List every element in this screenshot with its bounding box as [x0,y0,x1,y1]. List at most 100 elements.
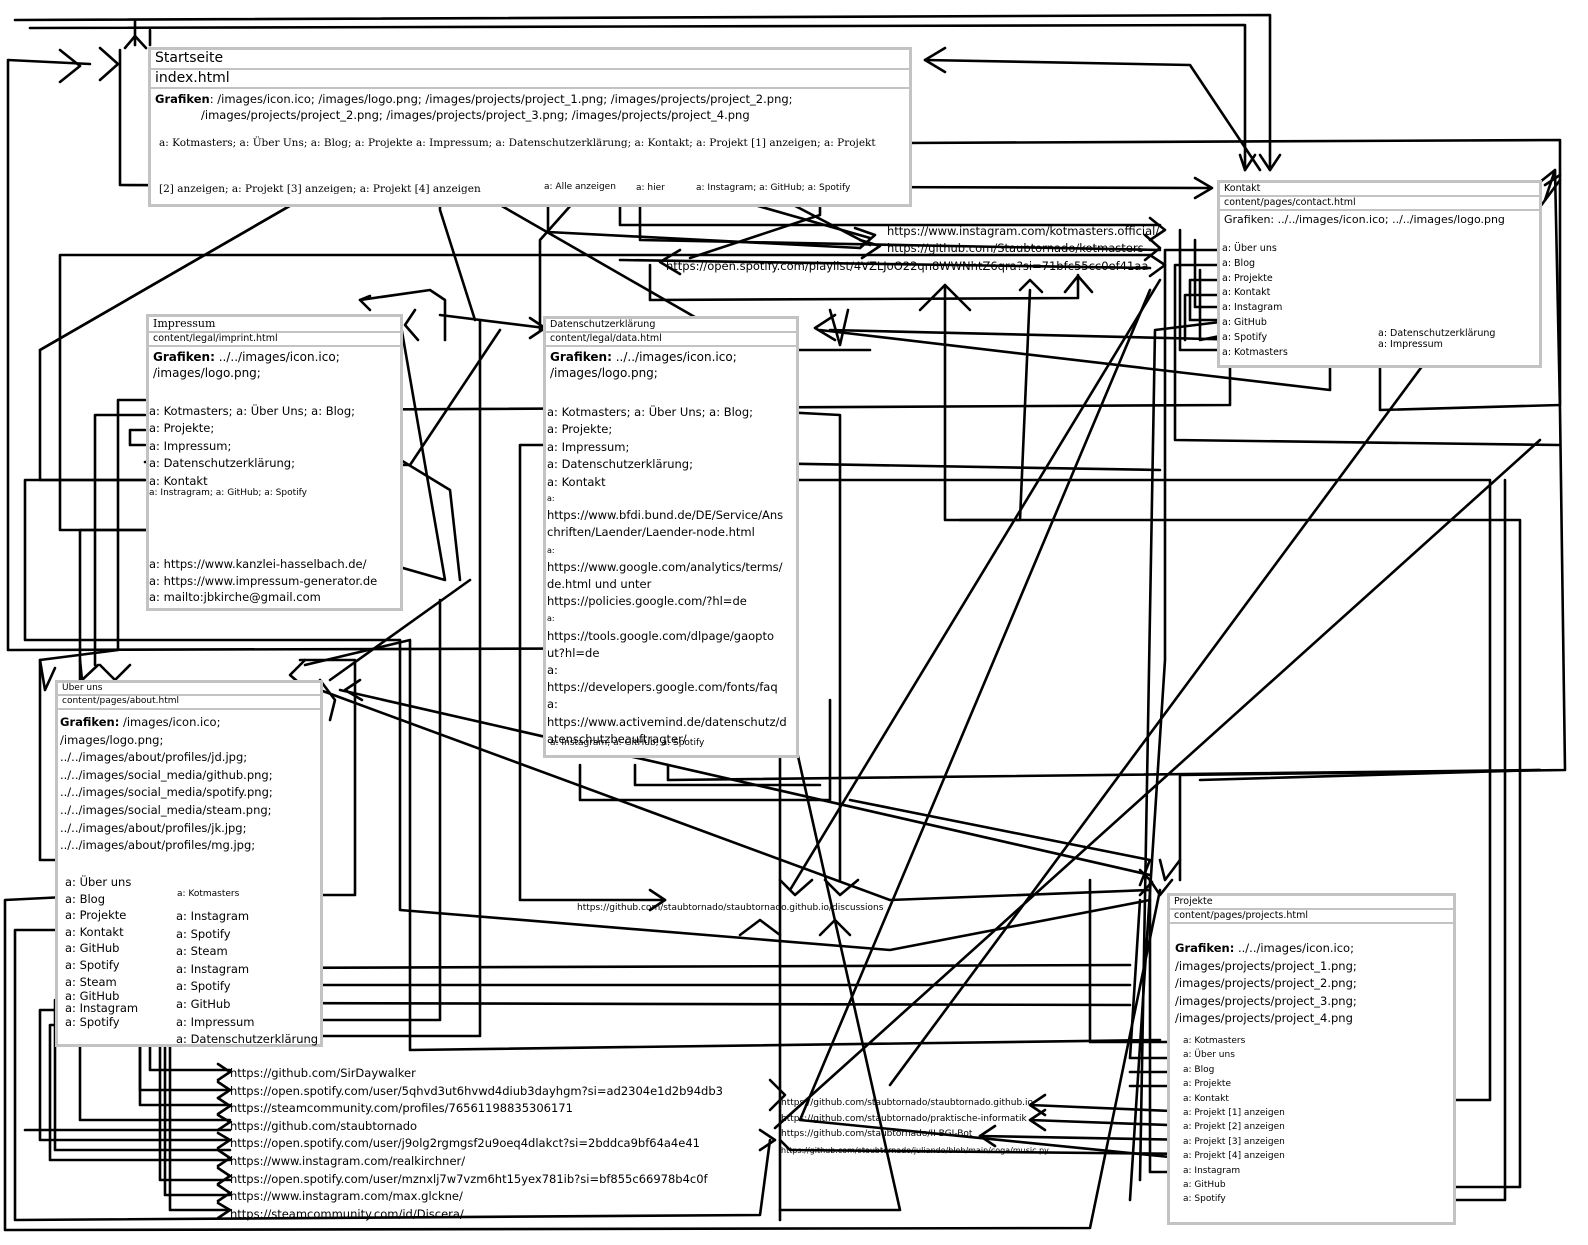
about-ext-instagram-2[interactable]: https://www.instagram.com/max.glckne/ [230,1189,463,1204]
imprint-link-privacy[interactable]: a: Datenschutzerklärung; [149,456,295,471]
about-ext-steam-2[interactable]: https://steamcommunity.com/id/Discera/ [230,1206,464,1221]
imprint-page-graphics: Grafiken: ../../images/icon.ico; /images… [153,349,340,380]
privacy-ext-google-policies[interactable]: https://policies.google.com/?hl=de [547,594,747,609]
ext-github-discussions[interactable]: https://github.com/staubtornado/staubtor… [577,903,884,913]
privacy-ext-google-analytics[interactable]: https://www.google.com/analytics/terms/ [547,559,783,574]
ext-spotify-playlist[interactable]: https://open.spotify.com/playlist/4VZLJo… [666,259,1149,273]
contact-link-github[interactable]: a: GitHub [1222,316,1267,328]
projects-link-project-2[interactable]: a: Projekt [2] anzeigen [1183,1122,1285,1133]
about-ext-list: https://github.com/SirDaywalker https://… [230,1065,723,1223]
projects-link-github[interactable]: a: GitHub [1183,1180,1226,1191]
about-link-instagram-2[interactable]: a: Instagram [176,909,250,923]
privacy-ext-activemind[interactable]: https://www.activemind.de/datenschutz/d [547,714,787,729]
projects-ext-music-py[interactable]: https://github.com/staubtornado/juliando… [781,1145,1049,1155]
about-link-about[interactable]: a: Über uns [65,875,132,889]
about-ext-spotify-1[interactable]: https://open.spotify.com/user/5qhvd3ut6h… [230,1083,723,1098]
imprint-ext-mailto[interactable]: a: mailto:jbkirche@gmail.com [149,590,321,604]
about-link-projects[interactable]: a: Projekte [65,908,127,923]
projects-link-kotmasters[interactable]: a: Kotmasters [1183,1036,1246,1046]
contact-page-box: Kontakt content/pages/contact.html Grafi… [1217,180,1542,368]
projects-link-projects[interactable]: a: Projekte [1183,1079,1232,1090]
about-link-spotify-1[interactable]: a: Spotify [65,957,120,972]
contact-link-projects[interactable]: a: Projekte [1222,272,1273,284]
about-link-spotify-2[interactable]: a: Spotify [65,1015,120,1030]
imprint-link-contact[interactable]: a: Kontakt [149,473,208,488]
about-ext-steam-1[interactable]: https://steamcommunity.com/profiles/7656… [230,1101,573,1116]
privacy-link-social[interactable]: a: Instagram; a: GitHub; a: Spotify [550,738,705,748]
contact-link-list: a: Über uns a: Blog a: Projekte a: Konta… [1222,242,1288,360]
privacy-link-group[interactable]: a: Kotmasters; a: Über Uns; a: Blog; [547,405,754,419]
about-link-github-2[interactable]: a: GitHub [65,989,120,1004]
imprint-ext-kanzlei[interactable]: a: https://www.kanzlei-hasselbach.de/ [149,557,367,571]
about-link-kotmasters[interactable]: a: Kotmasters [177,889,240,899]
about-link-blog[interactable]: a: Blog [65,891,105,906]
about-link-spotify-4[interactable]: a: Spotify [176,979,231,994]
start-page-links-line2[interactable]: [2] anzeigen; a: Projekt [3] anzeigen; a… [159,183,481,195]
privacy-link-privacy[interactable]: a: Datenschutzerklärung; [547,457,693,472]
projects-page-graphics: Grafiken: ../../images/icon.ico; /images… [1175,941,1357,1026]
projects-ext-github-io[interactable]: https://github.com/staubtornado/staubtor… [781,1098,1034,1108]
about-link-instagram-3[interactable]: a: Instagram [176,961,250,976]
privacy-link-contact[interactable]: a: Kontakt [547,474,606,489]
contact-page-file: content/pages/contact.html [1220,197,1539,211]
contact-link-about[interactable]: a: Über uns [1222,243,1277,254]
start-page-link-all[interactable]: a: Alle anzeigen [544,182,616,192]
start-page-file: index.html [151,70,909,89]
imprint-ext-generator[interactable]: a: https://www.impressum-generator.de [149,573,378,588]
projects-page-file: content/pages/projects.html [1170,910,1453,924]
about-right-links: a: Instagram a: Spotify a: Steam a: Inst… [176,908,318,1049]
about-link-instagram-1[interactable]: a: Instagram [65,1001,139,1016]
about-link-github-3[interactable]: a: GitHub [176,996,231,1011]
contact-link-blog[interactable]: a: Blog [1222,257,1256,269]
imprint-page-file: content/legal/imprint.html [149,333,400,347]
about-link-imprint[interactable]: a: Impressum [176,1014,255,1029]
start-page-links-line1[interactable]: a: Kotmasters; a: Über Uns; a: Blog; a: … [159,137,876,149]
ext-github-kotmasters[interactable]: https://github.com/Staubtornado/kotmaste… [887,241,1144,255]
contact-link-imprint[interactable]: a: Impressum [1378,339,1443,350]
contact-link-spotify[interactable]: a: Spotify [1222,331,1268,343]
projects-link-contact[interactable]: a: Kontakt [1183,1093,1229,1104]
projects-ext-praktische-informatik[interactable]: https://github.com/staubtornado/praktisc… [781,1113,1027,1124]
contact-link-contact[interactable]: a: Kontakt [1222,287,1271,299]
privacy-ext-google-optout[interactable]: https://tools.google.com/dlpage/gaopto [547,628,774,643]
projects-link-project-1[interactable]: a: Projekt [1] anzeigen [1183,1108,1285,1119]
about-link-steam-2[interactable]: a: Steam [176,944,228,959]
about-link-steam-1[interactable]: a: Steam [65,974,117,989]
about-ext-github-staubtornado[interactable]: https://github.com/staubtornado [230,1118,418,1133]
about-link-contact[interactable]: a: Kontakt [65,924,124,939]
privacy-link-imprint[interactable]: a: Impressum; [547,439,630,454]
projects-link-instagram[interactable]: a: Instagram [1183,1165,1241,1176]
privacy-ext-google-fonts[interactable]: https://developers.google.com/fonts/faq [547,680,778,695]
imprint-ext-list: a: https://www.kanzlei-hasselbach.de/ a:… [149,556,377,606]
privacy-ext-bfdi[interactable]: https://www.bfdi.bund.de/DE/Service/Ans [547,508,784,523]
start-page-link-social[interactable]: a: Instagram; a: GitHub; a: Spotify [696,183,851,193]
start-page-link-here[interactable]: a: hier [636,183,665,193]
contact-link-privacy[interactable]: a: Datenschutzerklärung [1378,328,1496,339]
about-ext-spotify-3[interactable]: https://open.spotify.com/user/mznxlj7w7v… [230,1171,708,1186]
projects-ext-bgi-bot[interactable]: https://github.com/staubtornado/II-BGI-B… [781,1129,973,1139]
projects-link-about[interactable]: a: Über uns [1183,1050,1235,1061]
start-page-title: Startseite [151,50,909,70]
contact-link-kotmasters[interactable]: a: Kotmasters [1222,346,1288,358]
ext-instagram-kotmasters[interactable]: https://www.instagram.com/kotmasters.off… [887,224,1160,238]
contact-link-instagram[interactable]: a: Instagram [1222,302,1283,314]
projects-link-spotify[interactable]: a: Spotify [1183,1194,1226,1205]
privacy-link-projects[interactable]: a: Projekte; [547,422,613,437]
imprint-link-imprint[interactable]: a: Impressum; [149,438,232,453]
imprint-link-projects[interactable]: a: Projekte; [149,421,215,436]
projects-ext-list: https://github.com/staubtornado/staubtor… [781,1096,1049,1158]
imprint-link-group[interactable]: a: Kotmasters; a: Über Uns; a: Blog; [149,404,356,418]
about-ext-spotify-2[interactable]: https://open.spotify.com/user/j9olg2rgmg… [230,1136,700,1151]
about-link-github-1[interactable]: a: GitHub [65,941,120,956]
about-ext-github-sirdaywalker[interactable]: https://github.com/SirDaywalker [230,1066,416,1080]
imprint-link-list: a: Kotmasters; a: Über Uns; a: Blog; a: … [149,403,355,490]
about-ext-instagram-1[interactable]: https://www.instagram.com/realkirchner/ [230,1153,466,1168]
projects-link-blog[interactable]: a: Blog [1183,1064,1215,1075]
about-link-spotify-3[interactable]: a: Spotify [176,926,231,941]
start-page-box: Startseite index.html Grafiken: /images/… [148,47,912,207]
contact-page-title: Kontakt [1220,183,1539,197]
projects-link-project-4[interactable]: a: Projekt [4] anzeigen [1183,1151,1285,1162]
imprint-link-social[interactable]: a: Instragram; a: GitHub; a: Spotify [149,488,307,498]
projects-link-project-3[interactable]: a: Projekt [3] anzeigen [1183,1136,1285,1147]
about-link-privacy[interactable]: a: Datenschutzerklärung [176,1032,319,1047]
